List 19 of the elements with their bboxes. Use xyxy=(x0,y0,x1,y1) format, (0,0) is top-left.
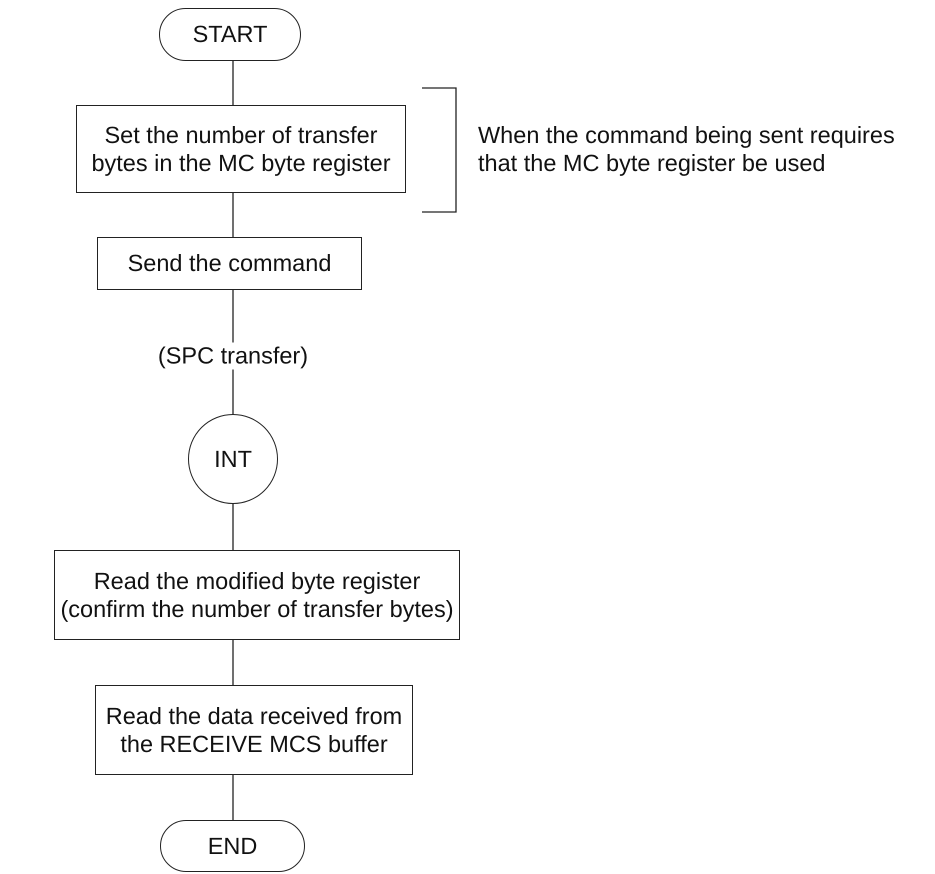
connector-line xyxy=(232,775,234,820)
node-label: Read the data received from the RECEIVE MCS buffer xyxy=(104,702,404,758)
process-box xyxy=(97,237,362,290)
terminal-shape xyxy=(159,8,301,61)
note-text: When the command being sent requires that the MC byte register be used xyxy=(478,121,896,178)
node-label: Set the number of transfer bytes in the MC byte register xyxy=(90,120,392,178)
connector-line xyxy=(232,61,234,105)
connector-line xyxy=(232,640,234,685)
process-box xyxy=(76,105,406,193)
connector-line xyxy=(232,504,234,550)
process-box xyxy=(54,550,460,640)
node-label: Send the command xyxy=(128,249,332,278)
connector-line xyxy=(232,193,234,237)
node-label: START xyxy=(192,20,268,49)
terminal-shape xyxy=(160,820,305,872)
node-label: INT xyxy=(214,444,252,474)
process-box xyxy=(95,685,413,775)
node-label: Read the modified byte register (confirm the number of transfer bytes) xyxy=(59,566,455,624)
node-label: END xyxy=(208,832,258,860)
